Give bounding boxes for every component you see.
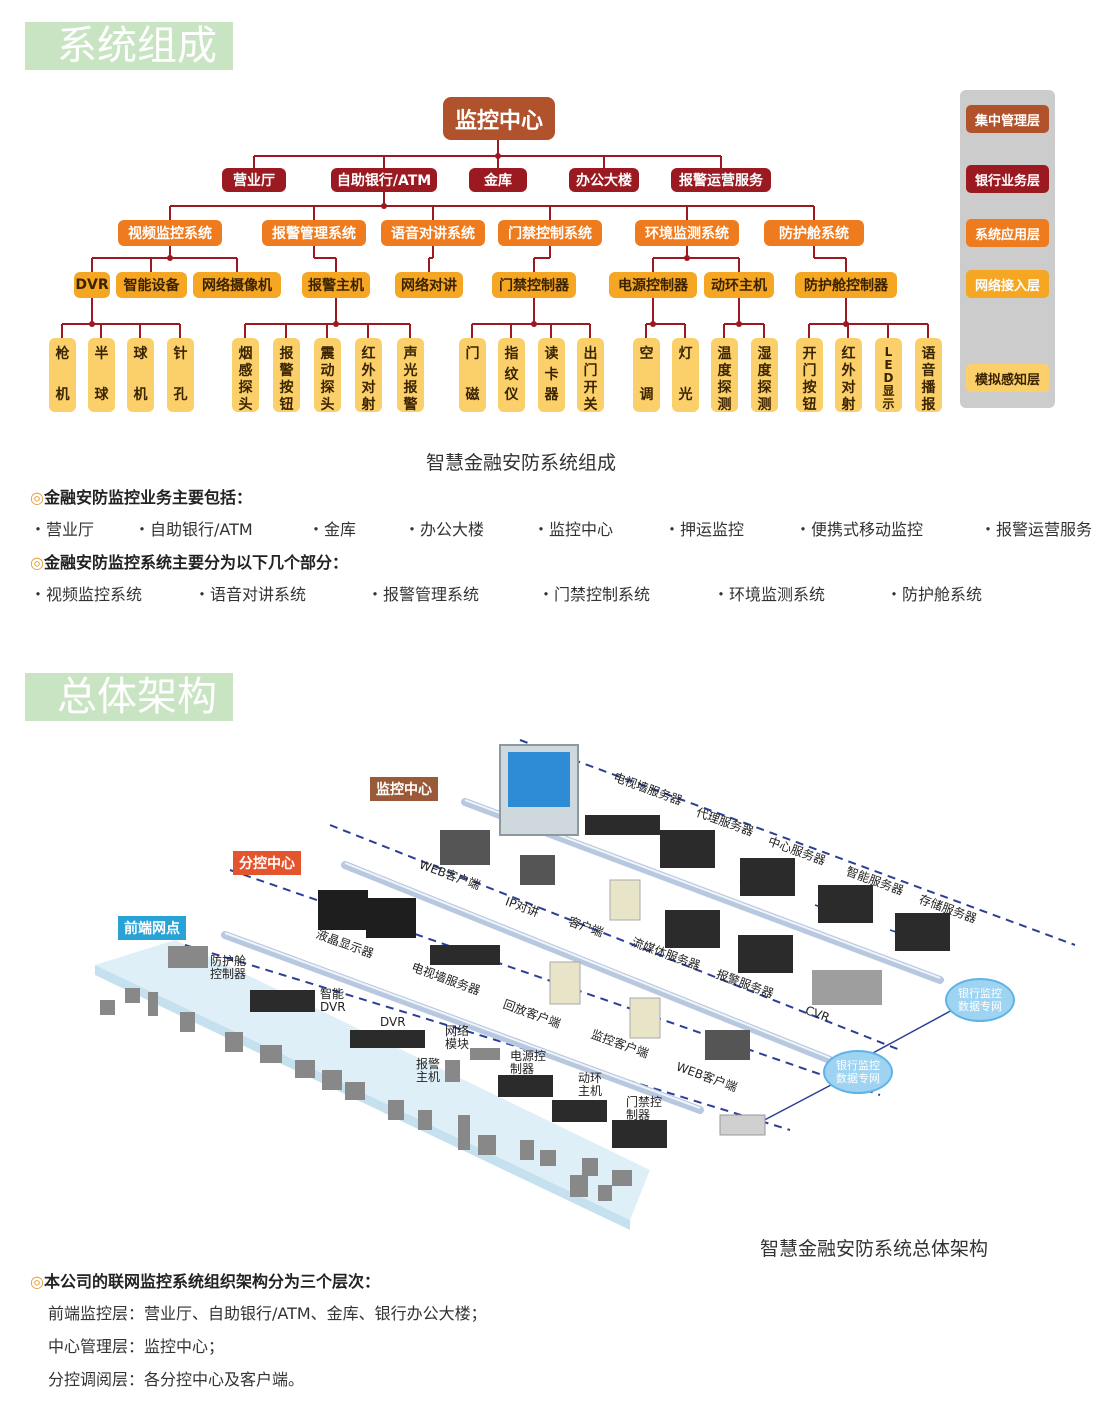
leaf-smoke-sensor: 烟感探头	[232, 338, 259, 413]
leaf-dome-half: 半球	[88, 338, 115, 412]
layer-sensing: 模拟感知层	[966, 364, 1049, 392]
arch-tag-branch-center: 分控中心	[233, 851, 301, 875]
tree-l3-smart-device: 智能设备	[116, 272, 187, 298]
systems-heading: ◎金融安防监控系统主要分为以下几个部分：	[30, 553, 348, 572]
tree-connectors	[61, 140, 929, 338]
tree-l2-access: 门禁控制系统	[498, 220, 602, 246]
list-item: ・自助银行/ATM	[134, 520, 253, 539]
tree-l1-alarm-service: 报警运营服务	[671, 168, 771, 192]
list-item: ・营业厅	[30, 520, 95, 539]
tree-l3-env-host: 动环主机	[704, 272, 774, 298]
layer-bank-business: 银行业务层	[966, 165, 1049, 193]
leaf-lighting: 灯光	[672, 338, 699, 412]
tree-root: 监控中心	[443, 97, 555, 140]
tree-l2-intercom: 语音对讲系统	[381, 220, 485, 246]
layer-network: 网络接入层	[966, 270, 1049, 298]
arch-tag-frontend: 前端网点	[118, 916, 186, 940]
cloud-bank-network-2: 银行监控数据专网	[823, 1050, 893, 1094]
tree-l3-power-ctrl: 电源控制器	[609, 272, 697, 298]
tree-l1-vault: 金库	[469, 168, 527, 192]
systems-list: ・视频监控系统 ・语音对讲系统 ・报警管理系统 ・门禁控制系统 ・环境监测系统 …	[30, 581, 1110, 604]
leaf-voice-broadcast: 语音播报	[915, 338, 942, 413]
tree-l2-alarm: 报警管理系统	[262, 220, 366, 246]
list-item: ・办公大楼	[404, 520, 485, 539]
tree-l1-atm: 自助银行/ATM	[331, 168, 437, 192]
tree-l3-ip-camera: 网络摄像机	[193, 272, 281, 298]
tree-l3-net-intercom: 网络对讲	[395, 272, 463, 298]
leaf-open-door-button: 开门按钮	[796, 338, 823, 413]
leaf-temperature-detect: 温度探测	[711, 338, 738, 413]
tree-l3-cabin-ctrl: 防护舱控制器	[795, 272, 897, 298]
label-access-ctrl: 门禁控制器	[626, 1095, 663, 1122]
tree-l3-access-ctrl: 门禁控制器	[492, 272, 576, 298]
leaf-humidity-detect: 湿度探测	[751, 338, 778, 413]
leaf-sound-light-alarm: 声光报警	[397, 338, 424, 413]
section-title-composition: 系统组成	[25, 22, 233, 70]
leaf-alarm-button: 报警按钮	[273, 338, 300, 413]
leaf-card-reader: 读卡器	[538, 338, 565, 412]
label-smart-dvr: 智能DVR	[320, 987, 346, 1014]
label-power-ctrl: 电源控制器	[510, 1049, 547, 1076]
business-list: ・营业厅 ・自助银行/ATM ・金库 ・办公大楼 ・监控中心 ・押运监控 ・便携…	[30, 516, 1110, 539]
org-line-center: 中心管理层：监控中心；	[48, 1337, 225, 1356]
layers-panel	[960, 90, 1055, 408]
org-line-branch: 分控调阅层：各分控中心及客户端。	[48, 1370, 305, 1389]
leaf-air-conditioner: 空调	[633, 338, 660, 412]
list-item: ・语音对讲系统	[194, 585, 307, 604]
business-heading: ◎金融安防监控业务主要包括：	[30, 488, 252, 507]
list-item: ・便携式移动监控	[795, 520, 924, 539]
layer-central-mgmt: 集中管理层	[966, 105, 1049, 133]
list-item: ・报警运营服务	[980, 520, 1093, 539]
label-net-module: 网络模块	[445, 1024, 470, 1051]
leaf-vibration-sensor: 震动探头	[314, 338, 341, 413]
list-item: ・门禁控制系统	[538, 585, 651, 604]
cloud-bank-network-1: 银行监控数据专网	[945, 978, 1015, 1022]
list-item: ・监控中心	[533, 520, 614, 539]
list-item: ・报警管理系统	[367, 585, 480, 604]
tree-l1-office: 办公大楼	[569, 168, 639, 192]
leaf-door-magnet: 门磁	[459, 338, 486, 412]
list-item: ・视频监控系统	[30, 585, 143, 604]
label-cabin-ctrl: 防护舱控制器	[210, 954, 247, 981]
label-dvr: DVR	[380, 1015, 406, 1029]
label-env-host: 动环主机	[578, 1071, 603, 1098]
leaf-ball-camera: 球机	[127, 338, 154, 412]
leaf-infrared-beam: 红外对射	[355, 338, 382, 413]
tree-l3-alarm-host: 报警主机	[302, 272, 370, 298]
list-item: ・押运监控	[664, 520, 745, 539]
org-line-frontend: 前端监控层：营业厅、自助银行/ATM、金库、银行办公大楼；	[48, 1304, 487, 1323]
leaf-pinhole: 针孔	[167, 338, 194, 412]
label-alarm-host: 报警主机	[416, 1057, 441, 1084]
list-item: ・环境监测系统	[713, 585, 826, 604]
tree-l2-env: 环境监测系统	[635, 220, 739, 246]
list-item: ・防护舱系统	[886, 585, 983, 604]
architecture-caption: 智慧金融安防系统总体架构	[760, 1238, 989, 1260]
layer-app: 系统应用层	[966, 219, 1049, 247]
tree-l1-hall: 营业厅	[222, 168, 286, 192]
org-heading: ◎本公司的联网监控系统组织架构分为三个层次：	[30, 1272, 380, 1291]
leaf-exit-switch: 出门开关	[577, 338, 604, 413]
section-title-architecture: 总体架构	[25, 673, 233, 721]
architecture-diagram	[95, 739, 1076, 1230]
arch-tag-monitor-center: 监控中心	[370, 777, 438, 801]
composition-caption: 智慧金融安防系统组成	[426, 452, 617, 474]
tree-l2-video: 视频监控系统	[118, 220, 222, 246]
leaf-gun-camera: 枪机	[49, 338, 76, 412]
tree-l3-dvr: DVR	[74, 272, 110, 298]
leaf-infrared-beam-2: 红外对射	[835, 338, 862, 413]
list-item: ・金库	[308, 520, 357, 539]
tree-l2-cabin: 防护舱系统	[764, 220, 864, 246]
leaf-fingerprint: 指纹仪	[498, 338, 525, 412]
